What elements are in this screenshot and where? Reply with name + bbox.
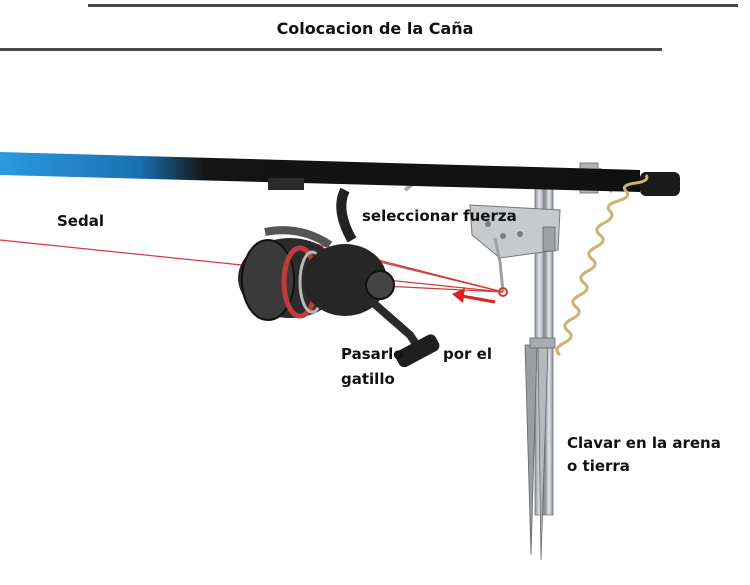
fishing-rod-icon [0,152,680,196]
label-trigger-a: Pasarlo [341,345,404,363]
label-trigger-c: gatillo [341,370,395,388]
page-title: Colocacion de la Caña [276,19,474,38]
label-ground-b: o tierra [567,457,630,475]
label-ground-a: Clavar en la arena [567,434,721,452]
top-rule [88,4,738,7]
direction-arrow-icon [452,288,496,304]
spring-icon [555,174,649,357]
spinning-reel-icon [238,187,440,368]
label-line: Sedal [57,212,104,230]
label-force: seleccionar fuerza [362,207,517,225]
label-trigger-b: por el [443,345,492,363]
title-underline [0,48,662,51]
